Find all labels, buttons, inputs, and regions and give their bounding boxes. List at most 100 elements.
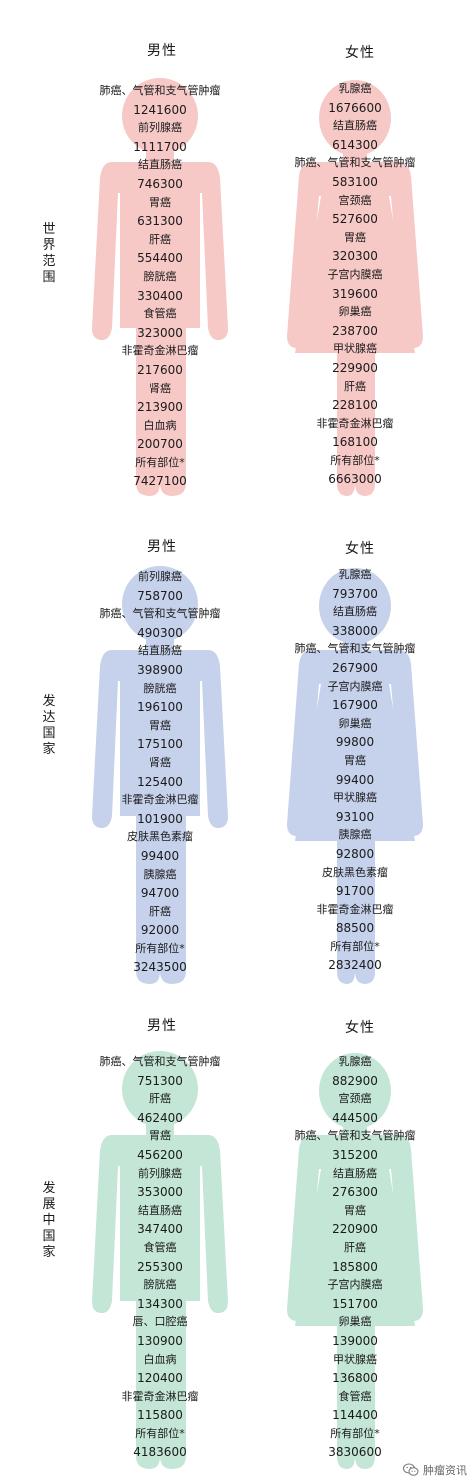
list-item: 527600 bbox=[332, 212, 378, 227]
list-item: 4183600 bbox=[133, 1445, 187, 1460]
male-list: 前列腺癌 758700 肺癌、气管和支气管肿瘤 490300 结直肠癌 3989… bbox=[80, 568, 240, 977]
watermark: 肿瘤资讯 bbox=[403, 1462, 467, 1478]
list-item: 甲状腺癌 bbox=[333, 1352, 377, 1366]
list-item: 91700 bbox=[335, 884, 375, 899]
region-label: 世界范围 bbox=[42, 222, 56, 285]
list-item: 食管癌 bbox=[143, 1240, 177, 1254]
list-item: 220900 bbox=[332, 1222, 378, 1237]
male-title: 男性 bbox=[147, 1018, 177, 1034]
list-item: 膀胱癌 bbox=[143, 1278, 177, 1292]
list-item: 结直肠癌 bbox=[333, 119, 377, 133]
list-item: 319600 bbox=[332, 286, 378, 301]
list-item: 子宫内膜癌 bbox=[327, 1278, 383, 1292]
list-item: 结直肠癌 bbox=[138, 158, 182, 172]
list-item: 228100 bbox=[332, 398, 378, 413]
list-item: 胰腺癌 bbox=[338, 828, 372, 842]
section-developing: 男性 女性 发展中国家 肺癌、气管和支气管肿瘤 751300 肝癌 462400… bbox=[0, 1005, 475, 1484]
list-item: 168100 bbox=[332, 435, 378, 450]
list-item: 肺癌、气管和支气管肿瘤 bbox=[99, 84, 221, 97]
list-item: 肺癌、气管和支气管肿瘤 bbox=[294, 156, 416, 170]
list-item: 非霍奇金淋巴瘤 bbox=[316, 416, 394, 430]
list-item: 所有部位* bbox=[330, 939, 380, 953]
list-item: 白血病 bbox=[143, 1352, 177, 1366]
list-item: 315200 bbox=[332, 1147, 378, 1162]
list-item: 338000 bbox=[332, 623, 378, 638]
list-item: 185800 bbox=[332, 1259, 378, 1274]
list-item: 229900 bbox=[332, 360, 378, 375]
wechat-icon bbox=[403, 1463, 419, 1476]
list-item: 217600 bbox=[137, 362, 183, 377]
list-item: 肺癌、气管和支气管肿瘤 bbox=[99, 1055, 221, 1068]
male-silhouette bbox=[92, 1051, 228, 1469]
list-item: 乳腺癌 bbox=[338, 1055, 372, 1068]
list-item: 食管癌 bbox=[338, 1389, 372, 1403]
male-silhouette bbox=[92, 78, 228, 496]
list-item: 肝癌 bbox=[344, 379, 366, 393]
list-item: 213900 bbox=[137, 400, 183, 415]
list-item: 793700 bbox=[332, 586, 378, 601]
list-item: 276300 bbox=[332, 1185, 378, 1200]
female-silhouette bbox=[287, 568, 423, 984]
list-item: 胃癌 bbox=[344, 753, 366, 767]
list-item: 267900 bbox=[332, 660, 378, 675]
list-item: 结直肠癌 bbox=[138, 644, 182, 658]
list-item: 1111700 bbox=[133, 139, 187, 154]
list-item: 347400 bbox=[137, 1222, 183, 1237]
list-item: 175100 bbox=[137, 737, 183, 752]
list-item: 子宫内膜癌 bbox=[327, 267, 383, 281]
list-item: 肝癌 bbox=[344, 1240, 366, 1254]
list-item: 1676600 bbox=[328, 100, 382, 115]
list-item: 751300 bbox=[137, 1073, 183, 1088]
list-item: 膀胱癌 bbox=[143, 681, 177, 695]
list-item: 614300 bbox=[332, 137, 378, 152]
region-label: 发展中国家 bbox=[42, 1181, 56, 1260]
list-item: 非霍奇金淋巴瘤 bbox=[121, 1389, 199, 1403]
list-item: 甲状腺癌 bbox=[333, 342, 377, 356]
list-item: 肾癌 bbox=[149, 755, 171, 769]
list-item: 134300 bbox=[137, 1296, 183, 1311]
list-item: 99400 bbox=[140, 848, 180, 863]
list-item: 乳腺癌 bbox=[338, 568, 372, 581]
list-item: 3830600 bbox=[328, 1445, 382, 1460]
male-title: 男性 bbox=[147, 43, 177, 59]
list-item: 肝癌 bbox=[149, 232, 171, 246]
list-item: 所有部位* bbox=[330, 453, 380, 467]
list-item: 非霍奇金淋巴瘤 bbox=[121, 344, 199, 358]
section-world: 男性 女性 世界范围 肺癌、气管和支气管肿瘤 1241600 前列腺癌 1111… bbox=[0, 0, 475, 500]
watermark-text: 肿瘤资讯 bbox=[423, 1464, 467, 1477]
list-item: 554400 bbox=[137, 251, 183, 266]
female-list: 乳腺癌 1676600 结直肠癌 614300 肺癌、气管和支气管肿瘤 5831… bbox=[275, 80, 435, 489]
list-item: 肝癌 bbox=[149, 904, 171, 918]
list-item: 139000 bbox=[332, 1333, 378, 1348]
list-item: 胃癌 bbox=[344, 1203, 366, 1217]
list-item: 120400 bbox=[137, 1371, 183, 1386]
list-item: 136800 bbox=[332, 1371, 378, 1386]
list-item: 结直肠癌 bbox=[138, 1203, 182, 1217]
list-item: 皮肤黑色素瘤 bbox=[322, 865, 388, 879]
list-item: 323000 bbox=[137, 325, 183, 340]
list-item: 92800 bbox=[335, 846, 375, 861]
list-item: 肝癌 bbox=[149, 1092, 171, 1106]
list-item: 食管癌 bbox=[143, 307, 177, 321]
list-item: 甲状腺癌 bbox=[333, 791, 377, 805]
list-item: 196100 bbox=[137, 700, 183, 715]
list-item: 肺癌、气管和支气管肿瘤 bbox=[99, 607, 221, 621]
list-item: 胰腺癌 bbox=[143, 867, 177, 881]
list-item: 758700 bbox=[137, 588, 183, 603]
list-item: 882900 bbox=[332, 1073, 378, 1088]
list-item: 肺癌、气管和支气管肿瘤 bbox=[294, 1129, 416, 1143]
list-item: 皮肤黑色素瘤 bbox=[127, 830, 193, 844]
list-item: 101900 bbox=[137, 811, 183, 826]
list-item: 88500 bbox=[335, 921, 375, 936]
list-item: 非霍奇金淋巴瘤 bbox=[316, 902, 394, 916]
list-item: 583100 bbox=[332, 174, 378, 189]
list-item: 93100 bbox=[335, 809, 375, 824]
female-list: 乳腺癌 882900 宫颈癌 444500 肺癌、气管和支气管肿瘤 315200… bbox=[275, 1053, 435, 1462]
list-item: 1241600 bbox=[133, 102, 187, 117]
list-item: 胃癌 bbox=[149, 718, 171, 732]
region-label: 发达国家 bbox=[42, 694, 56, 757]
male-title: 男性 bbox=[147, 539, 177, 555]
list-item: 99800 bbox=[335, 735, 375, 750]
list-item: 99400 bbox=[335, 772, 375, 787]
list-item: 白血病 bbox=[143, 418, 177, 432]
